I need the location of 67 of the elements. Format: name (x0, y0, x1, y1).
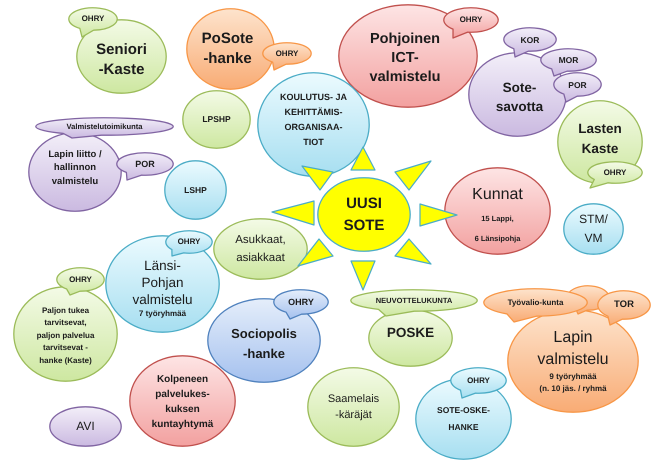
node-label: KOR (520, 34, 540, 44)
node-label: Länsi- Pohjan valmistelu (131, 256, 194, 308)
node-label: OHRY (178, 237, 200, 247)
node-label: 7 työryhmää (138, 308, 186, 320)
node-label: Sociopolis -hanke (230, 324, 298, 362)
speech-bubble (540, 48, 597, 76)
oval-bubble (213, 218, 308, 280)
node-label: LPSHP (202, 114, 231, 125)
node-label: Saamelais -käräjät (326, 392, 380, 423)
oval-bubble (49, 406, 122, 447)
speech-bubble (273, 289, 329, 319)
node-label: PoSote -hanke (200, 29, 254, 69)
node-label: OHRY (460, 15, 482, 25)
speech-bubble (35, 117, 174, 138)
node-label: LSHP (184, 184, 207, 196)
speech-bubble (450, 367, 507, 398)
node-label: STM/ VM (578, 211, 609, 247)
node-label: Lasten Kaste (577, 120, 623, 158)
node-label: KOULUTUS- JA KEHITTÄMIS- ORGANISAA- TIOT (279, 90, 348, 148)
speech-bubble (597, 290, 651, 325)
node-label: OHRY (69, 274, 92, 284)
node-label: OHRY (288, 296, 314, 308)
speech-bubble (587, 161, 643, 188)
node-label: TOR (614, 299, 634, 311)
node-label: Seniori -Kaste (95, 40, 148, 80)
speech-bubble (553, 72, 602, 102)
speech-bubble (56, 267, 105, 295)
node-label: Työvalio-kunta (508, 298, 564, 308)
node-label: Pohjoinen ICT- valmistelu (368, 30, 442, 86)
oval-bubble (105, 235, 220, 333)
node-label: OHRY (276, 48, 298, 58)
node-label: Asukkaat, asiakkaat (234, 233, 287, 266)
node-label: Kunnat (472, 184, 523, 204)
node-label: AVI (76, 419, 95, 434)
sun-disc (317, 177, 411, 252)
oval-bubble (307, 367, 400, 447)
speech-bubble (116, 152, 174, 180)
node-label: OHRY (467, 376, 490, 386)
node-label: POR (135, 158, 155, 170)
node-label: SOTE-OSKE- HANKE (436, 404, 491, 434)
node-label: OHRY (604, 168, 626, 178)
node-label: Sote- savotta (494, 78, 544, 116)
oval-bubble (164, 160, 227, 220)
node-label: MOR (558, 55, 578, 65)
node-label: (n. 10 jäs. / ryhmä (539, 383, 607, 395)
oval-bubble (182, 90, 251, 149)
oval-bubble (186, 8, 275, 90)
speech-bubble (165, 230, 213, 256)
node-label: Lapin liitto / hallinnon valmistelu (47, 148, 103, 188)
node-label: Kolpeneen palvelukes- kuksen kuntayhtymä (150, 373, 214, 432)
node-label: UUSI SOTE (342, 194, 386, 236)
node-label: Paljon tukea tarvitsevat, paljon palvelua tarvitsevat - hanke (Kaste) (36, 304, 96, 367)
oval-bubble (444, 167, 551, 255)
oval-bubble (368, 309, 453, 367)
node-label: POSKE (386, 324, 434, 342)
speech-bubble (68, 7, 118, 37)
oval-bubble (257, 72, 370, 177)
node-label: 9 työryhmää (549, 371, 597, 383)
oval-bubble (129, 355, 236, 447)
speech-bubble (262, 42, 312, 70)
speech-bubble (350, 289, 478, 316)
oval-bubble (563, 203, 624, 255)
node-label: Lapin valmistelu (536, 328, 610, 370)
speech-bubble (503, 27, 557, 57)
node-label: POR (568, 80, 587, 90)
speech-bubble (443, 7, 499, 38)
node-label: OHRY (82, 14, 104, 24)
